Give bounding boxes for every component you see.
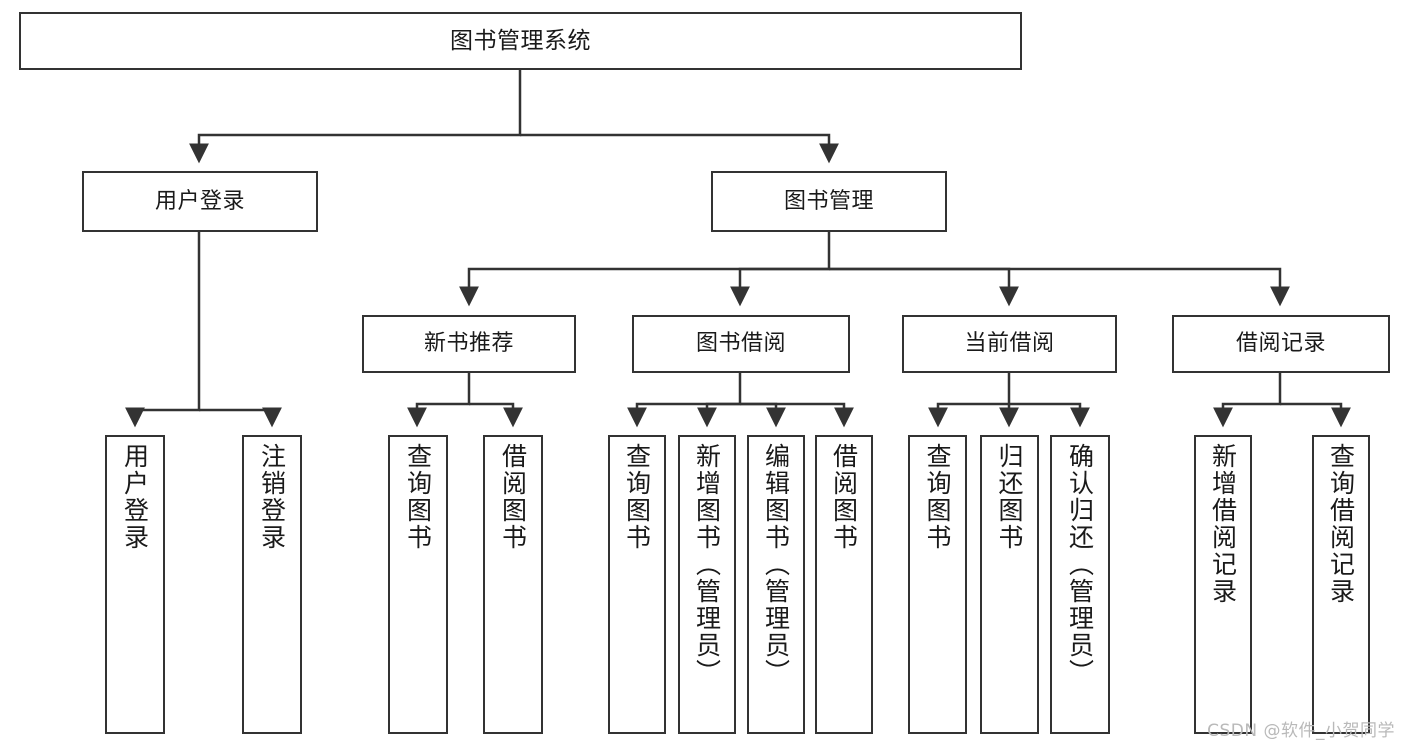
node-book-borrow[interactable]: 图书借阅 [632,315,850,373]
node-label: 确认归还（管理员） [1065,443,1095,686]
leaf-edit-book[interactable]: 编辑图书（管理员） [747,435,805,734]
leaf-query-record[interactable]: 查询借阅记录 [1312,435,1370,734]
node-book-management[interactable]: 图书管理 [711,171,947,232]
node-label: 编辑图书（管理员） [761,443,791,686]
leaf-user-login[interactable]: 用户登录 [105,435,165,734]
node-label: 查询图书 [403,443,433,551]
watermark-text: CSDN @软件_小贺同学 [1207,721,1395,741]
node-new-book-recommend[interactable]: 新书推荐 [362,315,576,373]
leaf-return-book[interactable]: 归还图书 [980,435,1039,734]
leaf-add-book[interactable]: 新增图书（管理员） [678,435,736,734]
leaf-borrow-book-2[interactable]: 借阅图书 [815,435,873,734]
node-root-book-management-system[interactable]: 图书管理系统 [19,12,1022,70]
leaf-borrow-book-1[interactable]: 借阅图书 [483,435,543,734]
node-label: 当前借阅 [964,331,1055,357]
node-label: 查询借阅记录 [1326,443,1356,605]
leaf-query-book-3[interactable]: 查询图书 [908,435,967,734]
leaf-logout[interactable]: 注销登录 [242,435,302,734]
node-label: 用户登录 [120,443,150,551]
node-label: 注销登录 [257,443,287,551]
leaf-confirm-return[interactable]: 确认归还（管理员） [1050,435,1110,734]
node-label: 新书推荐 [423,331,514,357]
leaf-add-record[interactable]: 新增借阅记录 [1194,435,1252,734]
node-label: 借阅图书 [498,443,528,551]
node-label: 查询图书 [622,443,652,551]
node-current-borrow[interactable]: 当前借阅 [902,315,1117,373]
node-label: 用户登录 [154,188,245,214]
node-label: 归还图书 [995,443,1024,551]
node-label: 借阅记录 [1235,331,1326,357]
node-label: 新增图书（管理员） [692,443,722,686]
node-label: 查询图书 [923,443,952,551]
node-label: 图书管理系统 [450,27,591,54]
node-borrow-record[interactable]: 借阅记录 [1172,315,1390,373]
node-label: 新增借阅记录 [1208,443,1238,605]
node-label: 借阅图书 [829,443,859,551]
leaf-query-book-1[interactable]: 查询图书 [388,435,448,734]
node-label: 图书借阅 [695,331,786,357]
node-label: 图书管理 [783,188,874,214]
node-user-login[interactable]: 用户登录 [82,171,318,232]
leaf-query-book-2[interactable]: 查询图书 [608,435,666,734]
